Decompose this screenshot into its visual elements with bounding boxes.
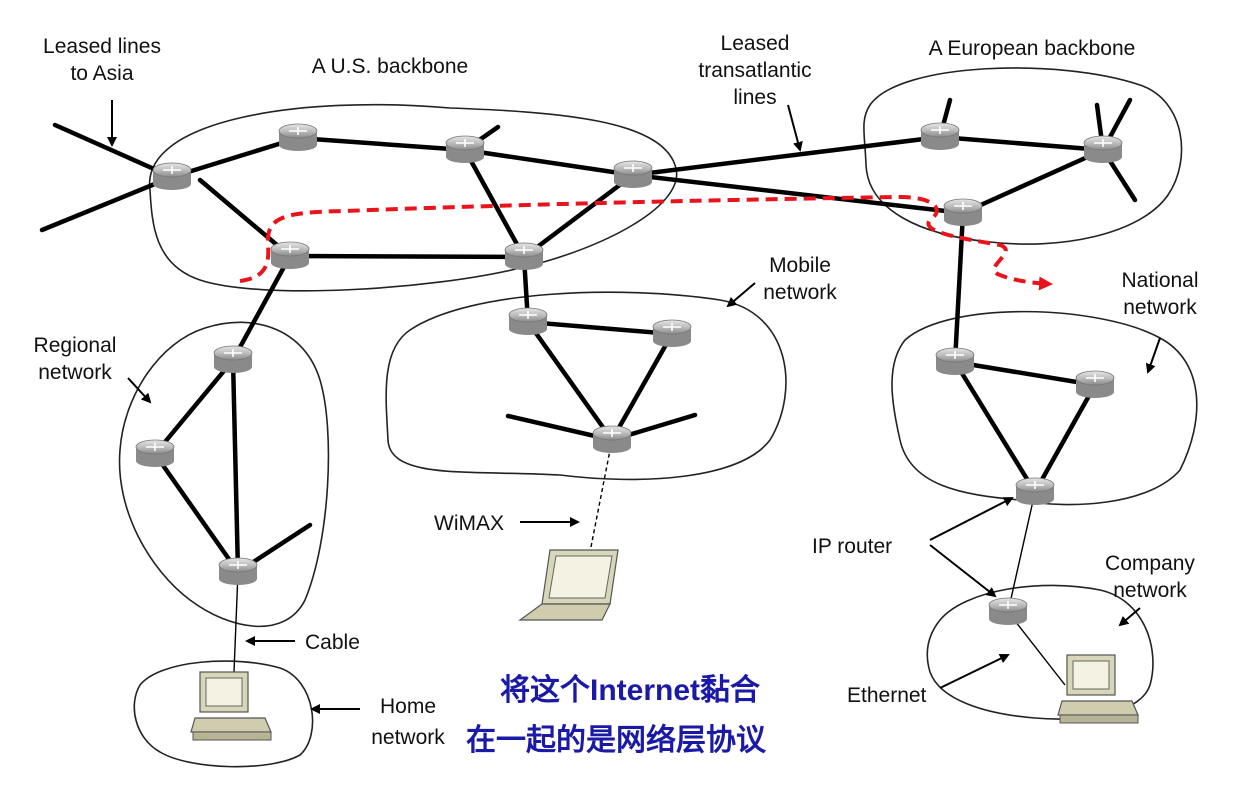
label-company-network-1: Company: [1105, 552, 1195, 575]
router-icon: [135, 439, 175, 467]
router-icon: [270, 241, 310, 269]
label-us-backbone: A U.S. backbone: [312, 55, 468, 78]
label-mobile-network-2: network: [763, 281, 837, 304]
label-regional-network-1: Regional: [34, 334, 117, 357]
router-icon: [504, 242, 544, 270]
label-ip-router: IP router: [812, 535, 892, 558]
label-european-backbone: A European backbone: [929, 37, 1136, 60]
label-leased-transatlantic-3: lines: [733, 86, 776, 109]
us-backbone-cloud: [148, 103, 678, 292]
router-icon: [278, 123, 318, 151]
label-leased-lines-asia-2: to Asia: [70, 62, 133, 85]
label-home-network-1: Home: [380, 695, 436, 718]
label-wimax: WiMAX: [434, 512, 504, 535]
router-icon: [613, 160, 653, 188]
router-icon: [592, 425, 632, 453]
router-icon: [1083, 135, 1123, 163]
packet-path: [239, 194, 1053, 291]
wimax-wireless-link: [589, 439, 613, 553]
label-leased-lines-asia-1: Leased lines: [43, 35, 161, 58]
desktop-computer-icon: [190, 671, 272, 741]
annotation-arrows: [107, 100, 1161, 714]
label-regional-network-2: network: [38, 361, 112, 384]
caption-line-2: 在一起的是网络层协议: [466, 723, 767, 758]
caption-line-1: 将这个Internet黏合: [500, 673, 760, 708]
router-icon: [1075, 370, 1115, 398]
mobile-network-cloud: [385, 291, 787, 481]
label-cable: Cable: [305, 631, 360, 654]
national-network-cloud: [891, 310, 1198, 506]
router-icon: [1015, 477, 1055, 505]
label-national-network-1: National: [1121, 269, 1198, 292]
router-icon: [218, 557, 258, 585]
router-icon: [508, 307, 548, 335]
label-ethernet: Ethernet: [847, 684, 927, 707]
router-icon: [943, 198, 983, 226]
router-icon: [920, 122, 960, 150]
router-icon: [445, 135, 485, 163]
desktop-computer-icon: [1057, 654, 1139, 724]
label-leased-transatlantic-1: Leased: [721, 32, 790, 55]
european-backbone-cloud: [863, 67, 1183, 245]
label-home-network-2: network: [371, 726, 445, 749]
router-icon: [988, 597, 1028, 625]
router-icon: [152, 162, 192, 190]
label-company-network-2: network: [1113, 579, 1187, 602]
regional-network-cloud: [118, 321, 330, 628]
label-national-network-2: network: [1123, 296, 1197, 319]
router-icon: [652, 319, 692, 347]
company-network-cloud: [926, 584, 1154, 720]
label-mobile-network-1: Mobile: [769, 254, 831, 277]
laptop-icon: [518, 549, 619, 621]
network-links: [39, 97, 1138, 575]
router-icon: [213, 345, 253, 373]
access-links: [233, 439, 1066, 686]
label-leased-transatlantic-2: transatlantic: [698, 59, 811, 82]
router-icon: [935, 347, 975, 375]
routers: [135, 122, 1123, 625]
home-network-cloud: [133, 660, 314, 768]
